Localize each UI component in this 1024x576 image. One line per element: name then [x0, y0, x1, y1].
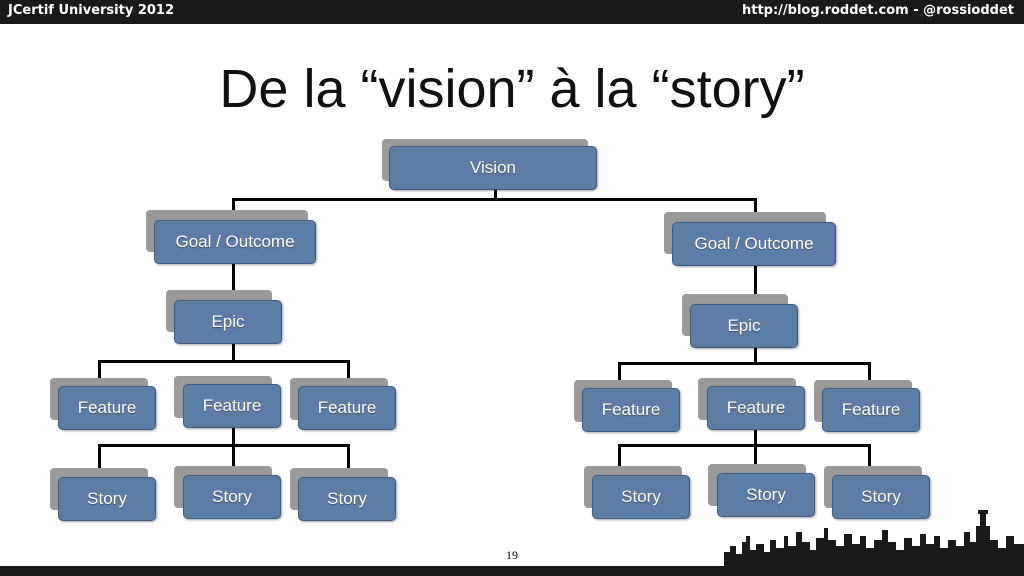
connector [618, 362, 621, 388]
connector [868, 362, 871, 388]
connector [754, 444, 757, 474]
node-goal-left: Goal / Outcome [154, 220, 316, 264]
node-feature: Feature [298, 386, 396, 430]
header-left-text: JCertif University 2012 [8, 3, 175, 18]
connector [98, 444, 350, 447]
connector [754, 344, 757, 364]
node-story: Story [717, 473, 815, 517]
node-goal-right: Goal / Outcome [672, 222, 836, 266]
node-story: Story [298, 477, 396, 521]
slide-title: De la “vision” à la “story” [219, 59, 805, 119]
connector [754, 198, 757, 222]
connector [618, 444, 621, 476]
node-feature: Feature [183, 384, 281, 428]
node-epic-left: Epic [174, 300, 282, 344]
node-story: Story [183, 475, 281, 519]
node-feature: Feature [822, 388, 920, 432]
node-feature: Feature [707, 386, 805, 430]
connector [98, 444, 101, 478]
connector [98, 360, 101, 386]
connector [618, 444, 871, 447]
page-number: 19 [506, 548, 518, 562]
connector [232, 424, 235, 446]
node-vision: Vision [389, 146, 597, 190]
connector [494, 188, 497, 200]
connector [618, 362, 871, 365]
connector [868, 444, 871, 476]
connector [347, 360, 350, 386]
connector [232, 444, 235, 478]
node-story: Story [58, 477, 156, 521]
node-story: Story [832, 475, 930, 519]
connector [98, 360, 350, 363]
connector [754, 426, 757, 446]
header-bar: JCertif University 2012 http://blog.rodd… [0, 0, 1024, 24]
connector [754, 264, 757, 304]
node-feature: Feature [58, 386, 156, 430]
header-right-text: http://blog.roddet.com - @rossioddet [741, 3, 1014, 18]
node-epic-right: Epic [690, 304, 798, 348]
connector [232, 340, 235, 362]
connector [347, 444, 350, 478]
city-skyline-image [724, 510, 1024, 566]
connector [232, 262, 235, 300]
node-story: Story [592, 475, 690, 519]
node-feature: Feature [582, 388, 680, 432]
footer-bar [0, 566, 1024, 576]
connector [232, 198, 757, 201]
